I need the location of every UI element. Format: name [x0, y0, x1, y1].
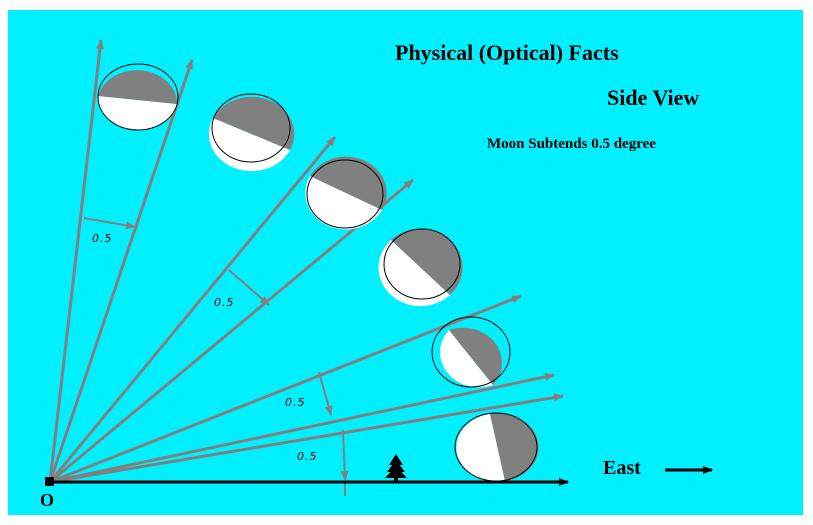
- angle-arc-4: [340, 429, 349, 481]
- angle-arc-2: [228, 269, 270, 306]
- moon-4: [378, 228, 463, 307]
- ray-2a: [48, 136, 337, 483]
- tree-icon: [385, 454, 407, 483]
- sight-rays: [48, 39, 564, 484]
- moon-5: [431, 316, 511, 388]
- diagram-subtitle: Side View: [607, 85, 700, 110]
- angle-label-2: 0.5: [214, 296, 235, 309]
- diagram-note: Moon Subtends 0.5 degree: [487, 136, 656, 152]
- angle-label-4: 0.5: [297, 450, 318, 463]
- moon-6: [454, 412, 539, 482]
- angle-label-1: 0.5: [92, 232, 113, 245]
- ray-3b: [49, 372, 555, 484]
- ray-3a: [49, 294, 522, 484]
- direction-label: East: [603, 457, 641, 479]
- angle-arc-1: [83, 217, 136, 230]
- ray-2b: [49, 178, 414, 484]
- moon-1: [97, 63, 179, 131]
- diagram-title: Physical (Optical) Facts: [395, 40, 619, 65]
- origin-marker: [45, 477, 54, 486]
- moon-2: [208, 93, 295, 172]
- angle-arcs: [83, 217, 349, 481]
- angle-arc-3: [318, 371, 333, 416]
- ray-1b: [48, 59, 194, 483]
- angle-label-3: 0.5: [285, 396, 306, 409]
- ray-1a: [48, 39, 104, 483]
- ray-4a: [49, 393, 564, 484]
- moon-3: [305, 156, 387, 230]
- origin-label: O: [40, 490, 55, 510]
